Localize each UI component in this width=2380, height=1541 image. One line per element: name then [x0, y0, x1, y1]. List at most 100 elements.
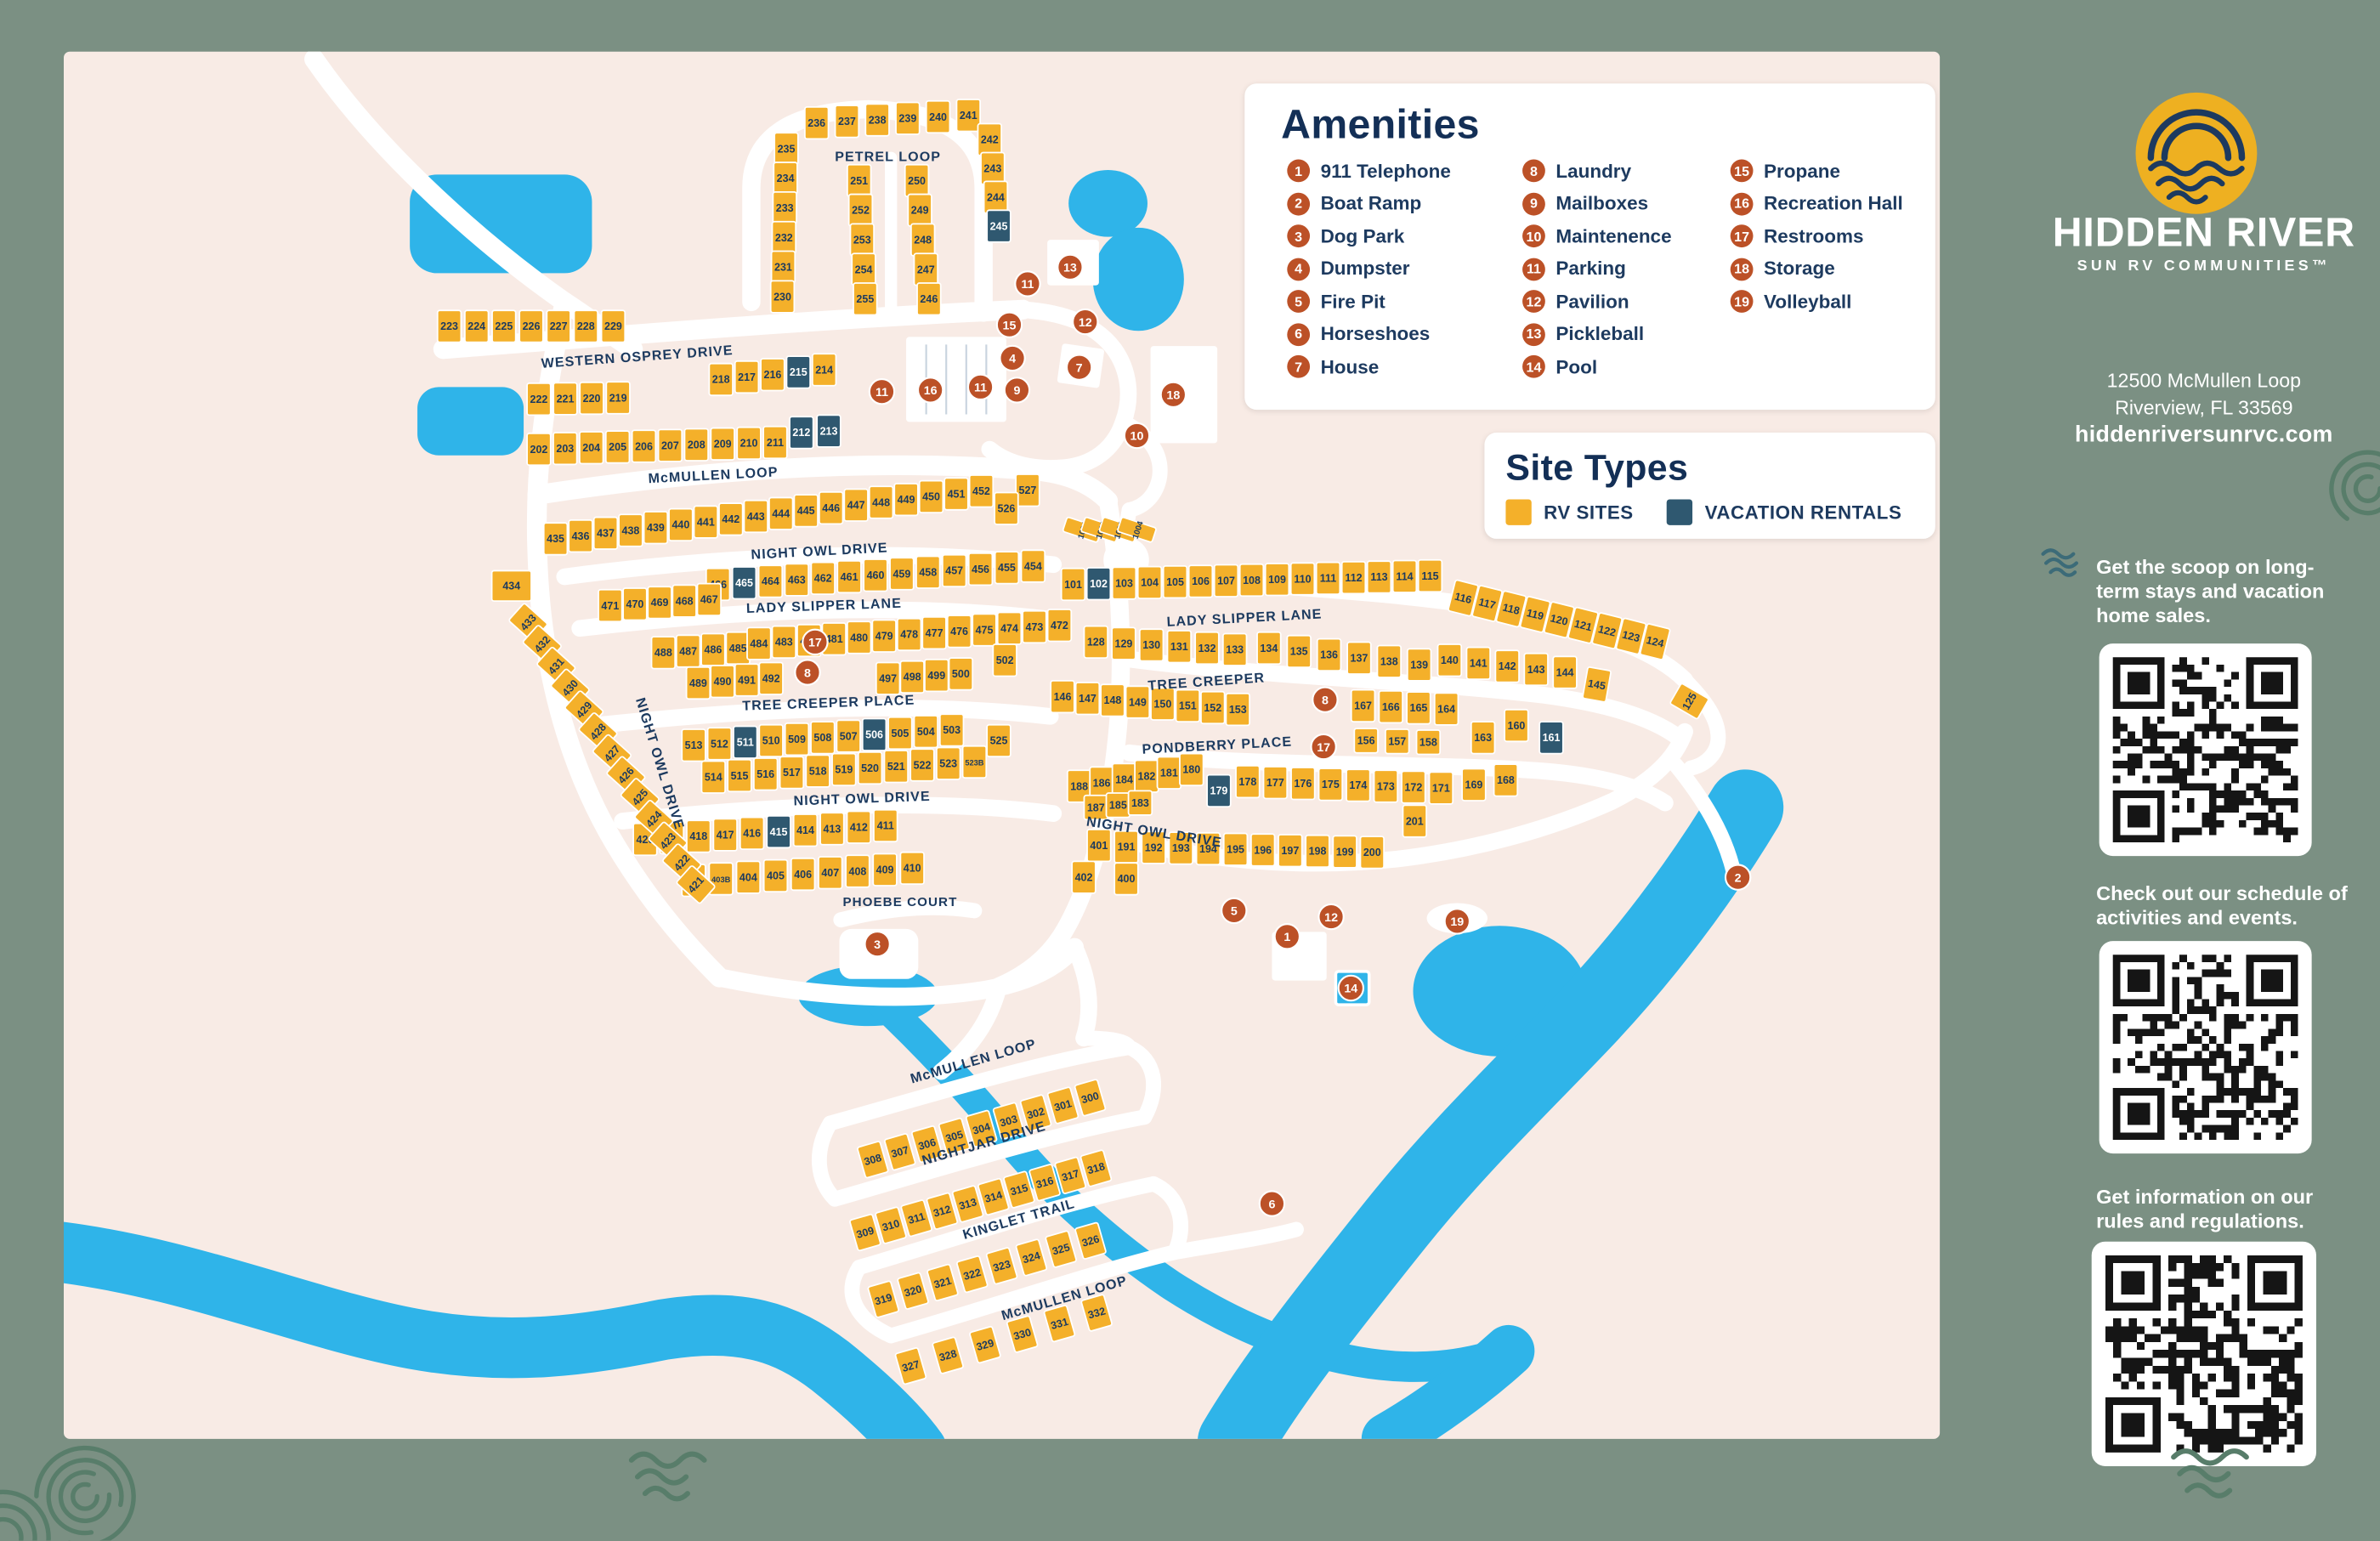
lot-450: 450	[918, 479, 944, 514]
svg-text:504: 504	[917, 726, 935, 738]
svg-text:173: 173	[1377, 780, 1395, 792]
svg-text:527: 527	[1019, 484, 1037, 496]
svg-text:226: 226	[523, 320, 541, 332]
lot-172: 172	[1401, 770, 1426, 804]
svg-text:230: 230	[774, 291, 791, 303]
lot-121: 121	[1567, 606, 1599, 644]
lot-323: 323	[985, 1247, 1018, 1285]
lot-134: 134	[1256, 631, 1282, 666]
svg-text:LADY SLIPPER LANE: LADY SLIPPER LANE	[1166, 606, 1323, 630]
svg-text:168: 168	[1497, 774, 1515, 786]
svg-text:523: 523	[939, 757, 957, 769]
lot-113: 113	[1366, 560, 1392, 594]
svg-text:11: 11	[974, 382, 987, 395]
svg-text:219: 219	[609, 392, 627, 404]
lot-191: 191	[1114, 830, 1139, 864]
lot-234: 234	[773, 161, 798, 195]
lot-180: 180	[1179, 752, 1204, 786]
lot-322: 322	[956, 1255, 989, 1294]
svg-text:160: 160	[1508, 720, 1526, 732]
svg-text:327: 327	[901, 1358, 921, 1374]
road	[586, 700, 1059, 734]
lot-193: 193	[1168, 831, 1194, 865]
svg-text:169: 169	[1465, 779, 1483, 790]
road	[614, 796, 1062, 830]
amenity-marker-16: 16	[916, 377, 944, 404]
svg-text:112: 112	[1345, 572, 1362, 584]
lot-212: 212	[789, 416, 814, 450]
brand-subtitle: SUN RV COMMUNITIES™	[2077, 258, 2332, 275]
lot-479: 479	[871, 619, 897, 653]
svg-text:304: 304	[972, 1121, 992, 1137]
svg-text:502: 502	[996, 654, 1014, 666]
lot-101: 101	[1060, 567, 1086, 602]
svg-text:248: 248	[914, 234, 932, 246]
amenity-label: Volleyball	[1763, 290, 1852, 312]
svg-text:19: 19	[1450, 915, 1464, 929]
svg-text:438: 438	[622, 524, 640, 536]
amenity-number-badge: 12	[1522, 290, 1545, 313]
lot-198: 198	[1305, 834, 1330, 869]
lot-441: 441	[693, 505, 719, 539]
svg-text:475: 475	[976, 624, 994, 636]
water	[1361, 1324, 1535, 1439]
amenity-marker-17: 17	[802, 628, 829, 656]
lot-471: 471	[598, 588, 623, 623]
lot-168: 168	[1493, 763, 1519, 797]
svg-text:164: 164	[1437, 703, 1455, 715]
lot-525: 525	[986, 723, 1012, 758]
lot-308: 308	[857, 1141, 889, 1179]
svg-text:516: 516	[756, 768, 774, 780]
svg-text:198: 198	[1309, 846, 1327, 858]
svg-text:441: 441	[697, 516, 715, 528]
water	[410, 174, 592, 274]
svg-text:325: 325	[1051, 1241, 1071, 1257]
lot-448: 448	[868, 485, 894, 519]
amenity-number-badge: 7	[1287, 354, 1311, 378]
lot-499: 499	[924, 658, 949, 693]
lot-116: 116	[1448, 579, 1479, 617]
amenity-number-badge: 11	[1522, 257, 1545, 280]
svg-text:457: 457	[945, 565, 963, 577]
svg-text:123: 123	[1621, 629, 1641, 645]
amenity-label: Mailboxes	[1556, 192, 1649, 214]
lot-213: 213	[816, 414, 842, 448]
lot-237: 237	[834, 105, 860, 139]
svg-text:513: 513	[685, 739, 703, 751]
lot-185: 185	[1105, 792, 1131, 819]
road	[833, 899, 983, 928]
svg-text:305: 305	[944, 1129, 965, 1145]
lot-460: 460	[863, 558, 888, 592]
svg-text:228: 228	[577, 320, 595, 332]
svg-text:17: 17	[808, 637, 822, 650]
amenity-marker-11: 11	[868, 377, 896, 405]
corner-arcs-decoration	[0, 1489, 51, 1541]
svg-text:318: 318	[1086, 1160, 1107, 1176]
lot-523B: 523B	[961, 745, 988, 779]
lot-436: 436	[568, 518, 593, 553]
lot-187: 187	[1083, 794, 1109, 821]
svg-text:465: 465	[735, 577, 753, 589]
lot-412: 412	[846, 810, 872, 844]
svg-text:437: 437	[597, 528, 615, 540]
svg-text:8: 8	[804, 666, 811, 680]
svg-text:489: 489	[689, 677, 707, 689]
svg-text:144: 144	[1556, 666, 1574, 678]
lot-111: 111	[1315, 561, 1341, 595]
svg-text:301: 301	[1053, 1097, 1074, 1113]
lot-117: 117	[1471, 585, 1503, 622]
amenity-marker-12: 12	[1072, 308, 1099, 336]
svg-text:113: 113	[1370, 571, 1387, 583]
svg-text:134: 134	[1260, 643, 1278, 654]
svg-text:101: 101	[1064, 579, 1082, 591]
svg-text:188: 188	[1070, 780, 1088, 792]
svg-text:214: 214	[815, 364, 833, 376]
lot-140: 140	[1436, 643, 1463, 677]
lot-520: 520	[857, 751, 883, 785]
